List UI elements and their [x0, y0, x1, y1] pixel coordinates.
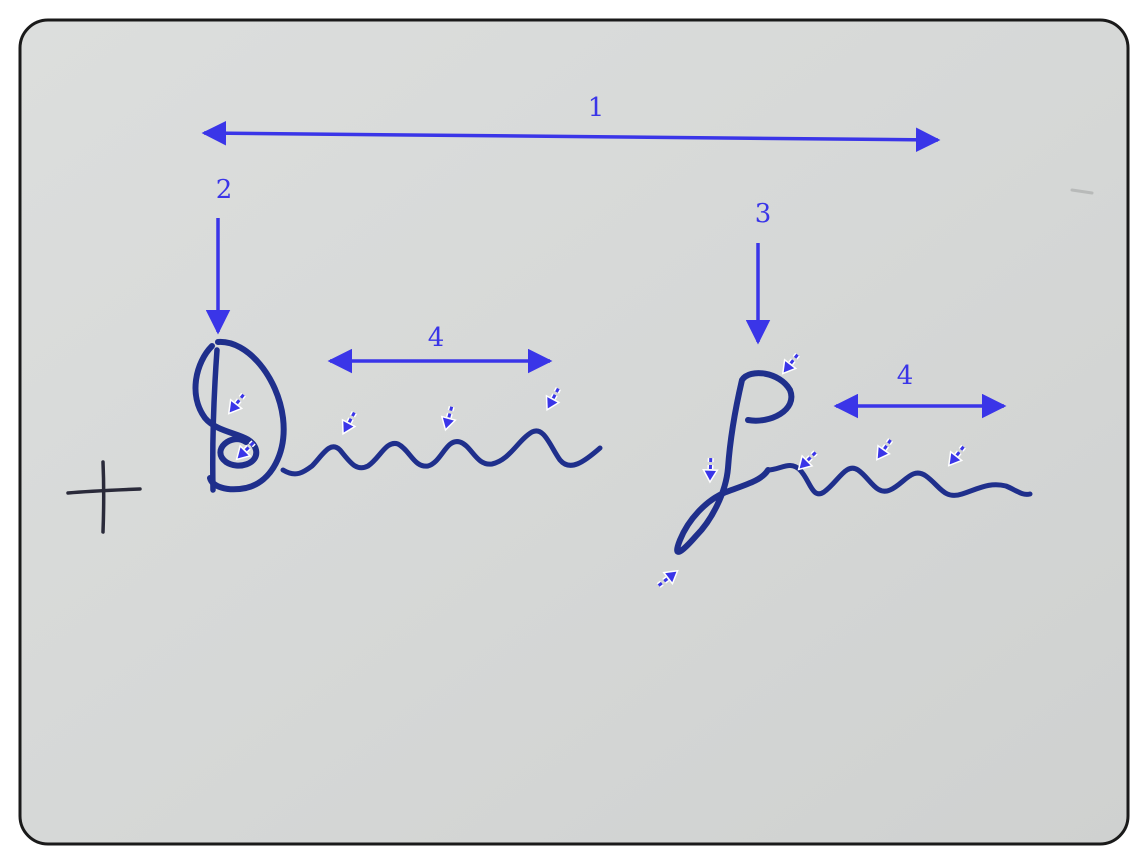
- signature-left-capital-loop: [192, 338, 287, 493]
- annotation-1-label: 1: [588, 93, 605, 123]
- signature-left-capital-stem: [209, 347, 220, 493]
- signature-right: [674, 370, 1033, 555]
- pencil-cross-icon: [66, 460, 142, 534]
- signature-left: [192, 338, 603, 493]
- signature-right-capital-loop: [674, 370, 795, 555]
- annotation-2-label: 2: [216, 175, 233, 205]
- paper-card: [18, 18, 1130, 846]
- annotation-3-label: 3: [755, 199, 772, 229]
- paper-mark: [1070, 188, 1094, 195]
- annotation-4-left-label: 4: [428, 323, 445, 353]
- annotation-4-right-label: 4: [897, 361, 914, 391]
- signature-left-tail: [280, 428, 603, 477]
- signature-right-tail: [765, 463, 1033, 498]
- annotation-1-arrow: [201, 120, 941, 153]
